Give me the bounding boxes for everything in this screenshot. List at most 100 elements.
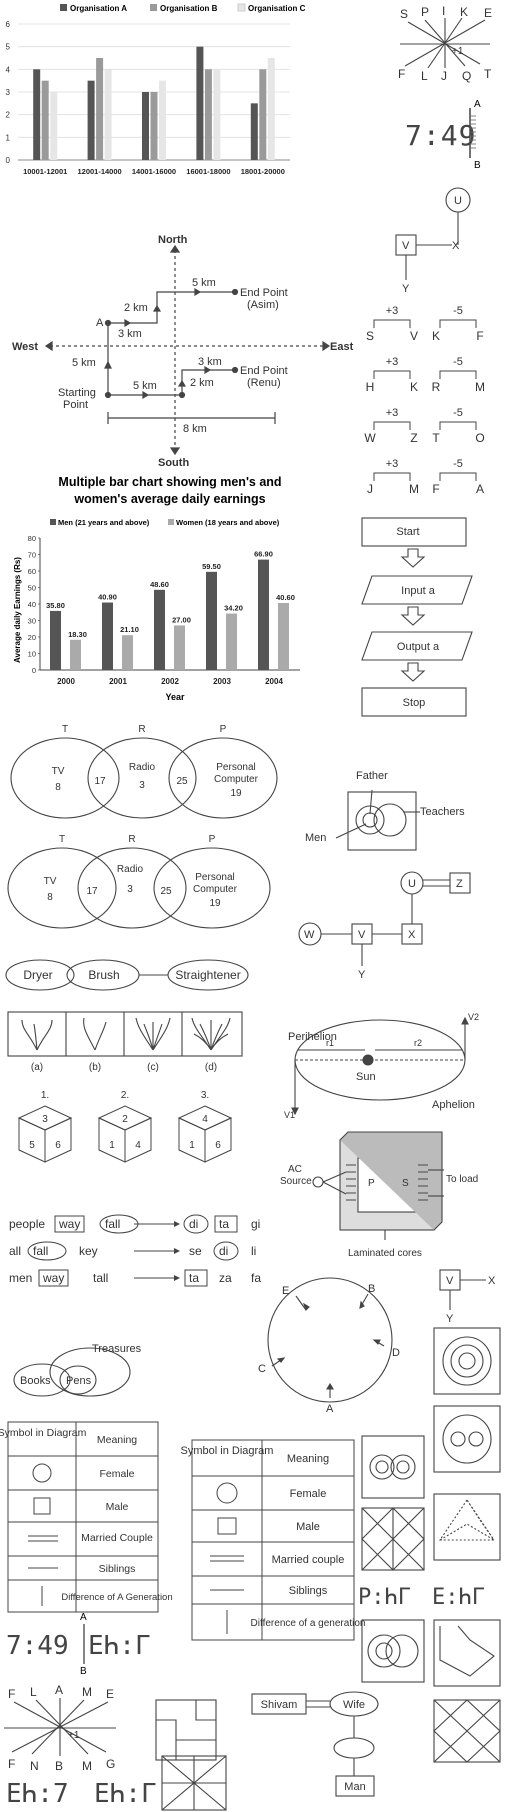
dist-5km-mid: 5 km xyxy=(133,380,157,392)
label-straightener: Straightener xyxy=(175,968,240,982)
code-word: men xyxy=(9,1271,32,1285)
star-letter: I xyxy=(442,4,445,18)
label-men: Men xyxy=(305,832,326,844)
dice-left-value: 1 xyxy=(109,1140,115,1151)
pair-letter: O xyxy=(475,431,484,445)
bar xyxy=(250,103,258,160)
bracket xyxy=(373,370,411,379)
bracket xyxy=(439,370,477,379)
x-tick-label: 10001-12001 xyxy=(23,167,67,176)
earnings-x-axis-label: Year xyxy=(165,692,185,702)
label-s: S xyxy=(402,1178,409,1189)
bar xyxy=(150,92,158,160)
table-header: Symbol in Diagram xyxy=(181,1445,274,1457)
label-shivam: Shivam xyxy=(261,1699,298,1711)
flow-input-label: Input a xyxy=(401,585,436,597)
earnings-title-1: Multiple bar chart showing men's and xyxy=(58,475,281,489)
star-top xyxy=(400,17,490,69)
y-tick-label: 3 xyxy=(6,88,11,97)
label-dryer: Dryer xyxy=(23,968,52,982)
star-bottom xyxy=(4,1698,116,1756)
bar xyxy=(196,46,204,160)
bar xyxy=(204,69,212,160)
label-p: P xyxy=(368,1178,375,1189)
bar xyxy=(104,69,112,160)
bar xyxy=(50,92,58,160)
code-word: fa xyxy=(251,1271,261,1285)
male-symbol-icon xyxy=(217,1517,237,1535)
shift-label: -5 xyxy=(453,407,463,419)
dist-5km-left: 5 km xyxy=(72,357,96,369)
bar-women xyxy=(278,603,289,670)
legend-women: Women (18 years and above) xyxy=(176,518,280,527)
mirror-option-2: Е:ҺГ xyxy=(432,1585,485,1610)
uvx-diagram xyxy=(395,187,471,280)
star-letter: M xyxy=(82,1759,92,1773)
data-label-men: 48.60 xyxy=(150,580,169,589)
x-tick-label: 18001-20000 xyxy=(241,167,285,176)
code-word: all xyxy=(9,1244,21,1258)
option-d: (d) xyxy=(205,1062,217,1073)
label-perihelion: Perihelion xyxy=(288,1031,337,1043)
dryer-labels: Dryer Brush Straightener xyxy=(23,968,240,982)
x-tick-label: 2004 xyxy=(265,677,283,686)
x-tick-label: 12001-14000 xyxy=(77,167,121,176)
flow-output-box xyxy=(361,631,473,661)
code-word: people xyxy=(9,1217,45,1231)
table-cell: Married Couple xyxy=(81,1532,153,1544)
pair-letter: R xyxy=(432,380,441,394)
mirror-b-label: B xyxy=(474,160,481,171)
dice-left-value: 5 xyxy=(29,1140,35,1151)
venn-tv-radio-count: 17 xyxy=(94,776,106,787)
symbols-table-1 xyxy=(7,1421,159,1613)
renu-turn-marker xyxy=(178,391,186,399)
table-cell: Siblings xyxy=(289,1585,328,1597)
arrow-right-icon xyxy=(124,318,132,328)
bar xyxy=(96,58,104,160)
table-cell: Siblings xyxy=(99,1563,136,1575)
label-x: X xyxy=(408,929,416,941)
label-books: Books xyxy=(20,1375,51,1387)
venn-label-r: R xyxy=(138,724,145,735)
bar-men xyxy=(258,559,269,670)
data-label-women: 34.20 xyxy=(224,604,243,613)
flow-output-label: Output a xyxy=(397,641,440,653)
dice-right-face xyxy=(124,1117,152,1163)
venn-media-1-labels: T R P TV 8 17 Radio 3 25 Personal Comput… xyxy=(52,724,259,799)
star-letter: Q xyxy=(462,69,471,83)
venn-radio-count: 3 xyxy=(127,884,133,895)
asim-label-1: End Point xyxy=(240,287,288,299)
venn-label-r: R xyxy=(128,834,135,845)
venn-pc-1: Personal xyxy=(195,872,234,883)
star-top-labels: S P I K E F L J Q T +1 xyxy=(398,4,492,83)
y-tick-label: 30 xyxy=(28,617,36,626)
code-word: gi xyxy=(251,1217,260,1231)
pair-letter: S xyxy=(366,329,374,343)
arrow-icon xyxy=(326,1382,334,1390)
bar-men xyxy=(206,571,217,670)
dist-2km-a: 2 km xyxy=(124,302,148,314)
data-label-women: 18.30 xyxy=(68,630,87,639)
y-tick-label: 40 xyxy=(28,600,36,609)
org-chart: Organisation A Organisation B Organisati… xyxy=(6,3,306,176)
pair-letter: K xyxy=(410,380,418,394)
label-z: Z xyxy=(456,878,463,890)
west-arrow-icon xyxy=(44,340,53,352)
dice-left-value: 1 xyxy=(189,1140,195,1151)
east-label: East xyxy=(330,341,354,353)
label-a: A xyxy=(326,1403,334,1415)
circle-directions xyxy=(267,1277,393,1403)
code-word: fall xyxy=(105,1217,120,1231)
arrow-up-icon xyxy=(104,360,112,369)
star-plus-one: +1 xyxy=(452,46,464,57)
shift-label: -5 xyxy=(453,356,463,368)
label-u: U xyxy=(408,878,416,890)
pyramid-square xyxy=(433,1493,501,1561)
venn-pc-count: 19 xyxy=(230,788,242,799)
star-letter: S xyxy=(400,7,408,21)
orbit-labels: Perihelion Sun Aphelion r1 r2 V1 V2 xyxy=(284,1012,479,1120)
bar-men xyxy=(154,589,165,670)
